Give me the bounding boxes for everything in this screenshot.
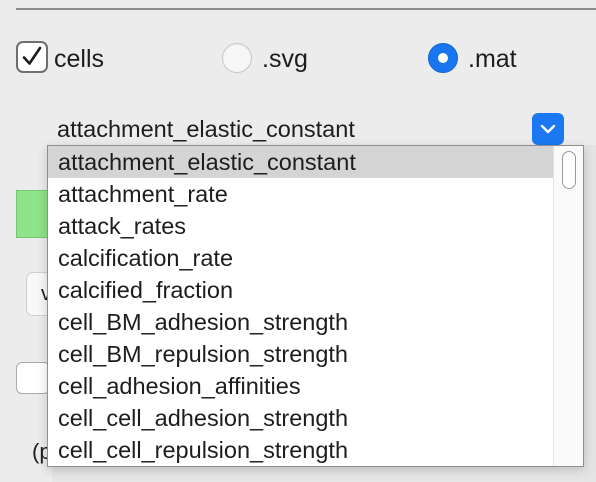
dropdown-option[interactable]: attachment_elastic_constant (48, 146, 554, 178)
dropdown-option[interactable]: cell_BM_repulsion_strength (58, 341, 348, 367)
chevron-down-icon (540, 124, 556, 134)
cells-checkbox-label[interactable]: cells (54, 45, 105, 73)
dropdown-options: attachment_elastic_constant attachment_r… (48, 146, 554, 466)
dropdown-option[interactable]: calcified_fraction (58, 277, 234, 303)
dropdown-option[interactable]: attack_rates (58, 213, 187, 239)
panel-bottom (52, 466, 584, 482)
svg-radio-label[interactable]: .svg (262, 45, 308, 73)
dropdown-option[interactable]: cell_cell_repulsion_strength (58, 437, 349, 463)
checkmark-icon (22, 46, 42, 65)
export-format-row: cells .svg .mat (0, 38, 596, 82)
svg-radio[interactable] (222, 43, 252, 73)
dropdown-option[interactable]: calcification_rate (58, 245, 234, 271)
field-select-arrow-button[interactable] (532, 113, 564, 145)
field-select[interactable]: attachment_elastic_constant (52, 110, 570, 148)
hidden-checkbox[interactable] (16, 362, 50, 394)
dropdown-option[interactable]: cell_adhesion_affinities (58, 373, 301, 399)
color-swatch[interactable] (16, 190, 50, 238)
field-select-value: attachment_elastic_constant (57, 116, 355, 142)
dropdown-option[interactable]: cell_cell_adhesion_strength (58, 405, 349, 431)
mat-radio[interactable] (428, 43, 458, 73)
dropdown-option[interactable]: cell_BM_adhesion_strength (58, 309, 349, 335)
field-dropdown-list[interactable]: attachment_elastic_constant attachment_r… (47, 145, 584, 467)
cells-checkbox[interactable] (16, 41, 48, 73)
hidden-label: (p (32, 439, 52, 464)
panel-edge (584, 145, 596, 482)
mat-radio-label[interactable]: .mat (468, 45, 517, 73)
top-divider (16, 8, 596, 10)
hidden-button-label: v (41, 283, 51, 305)
dropdown-scrollbar-track[interactable] (553, 146, 583, 466)
dropdown-option[interactable]: attachment_rate (58, 181, 228, 207)
dropdown-scrollbar-thumb[interactable] (562, 151, 576, 189)
